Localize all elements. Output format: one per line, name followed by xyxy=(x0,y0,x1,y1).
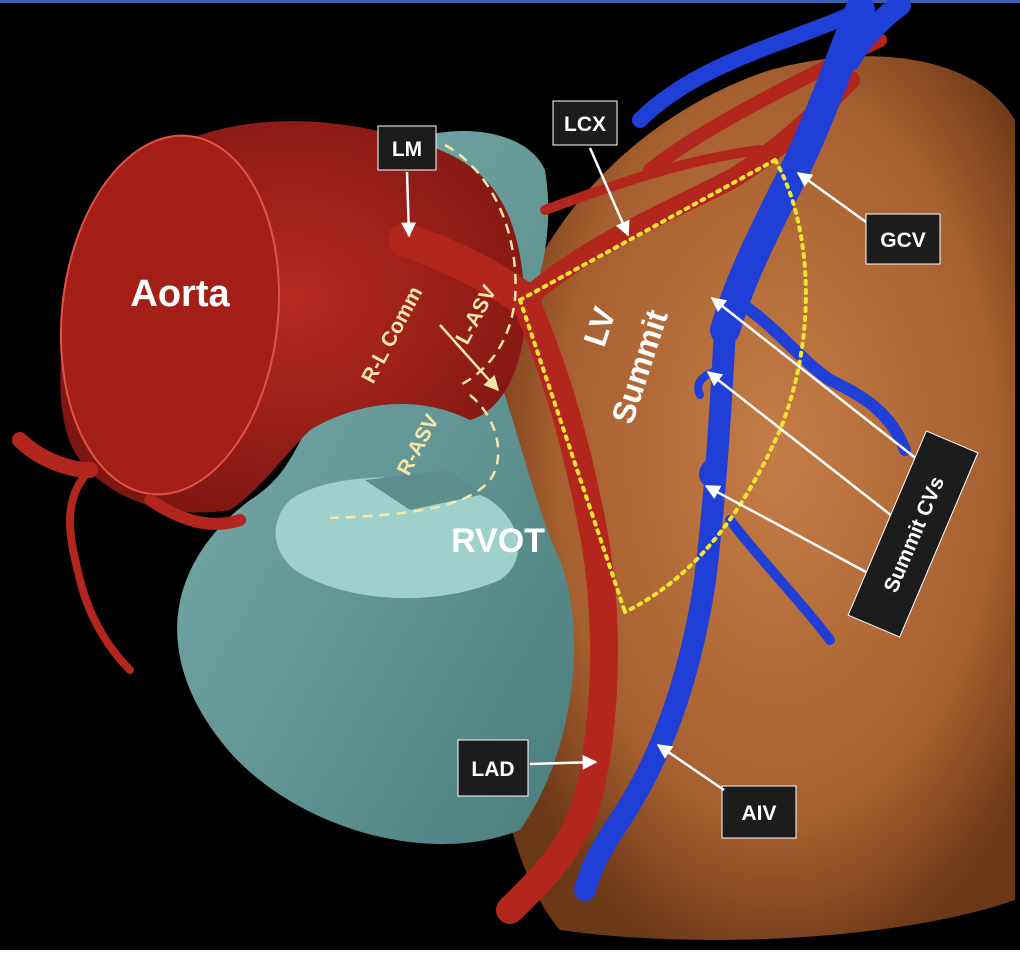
gcv-label: GCV xyxy=(880,229,926,252)
lcx-label: LCX xyxy=(564,113,606,136)
lm-label: LM xyxy=(392,138,422,161)
aorta-label: Aorta xyxy=(130,273,230,315)
rvot-label: RVOT xyxy=(451,522,545,560)
aiv-label: AIV xyxy=(741,802,776,825)
lad-label: LAD xyxy=(471,758,514,781)
